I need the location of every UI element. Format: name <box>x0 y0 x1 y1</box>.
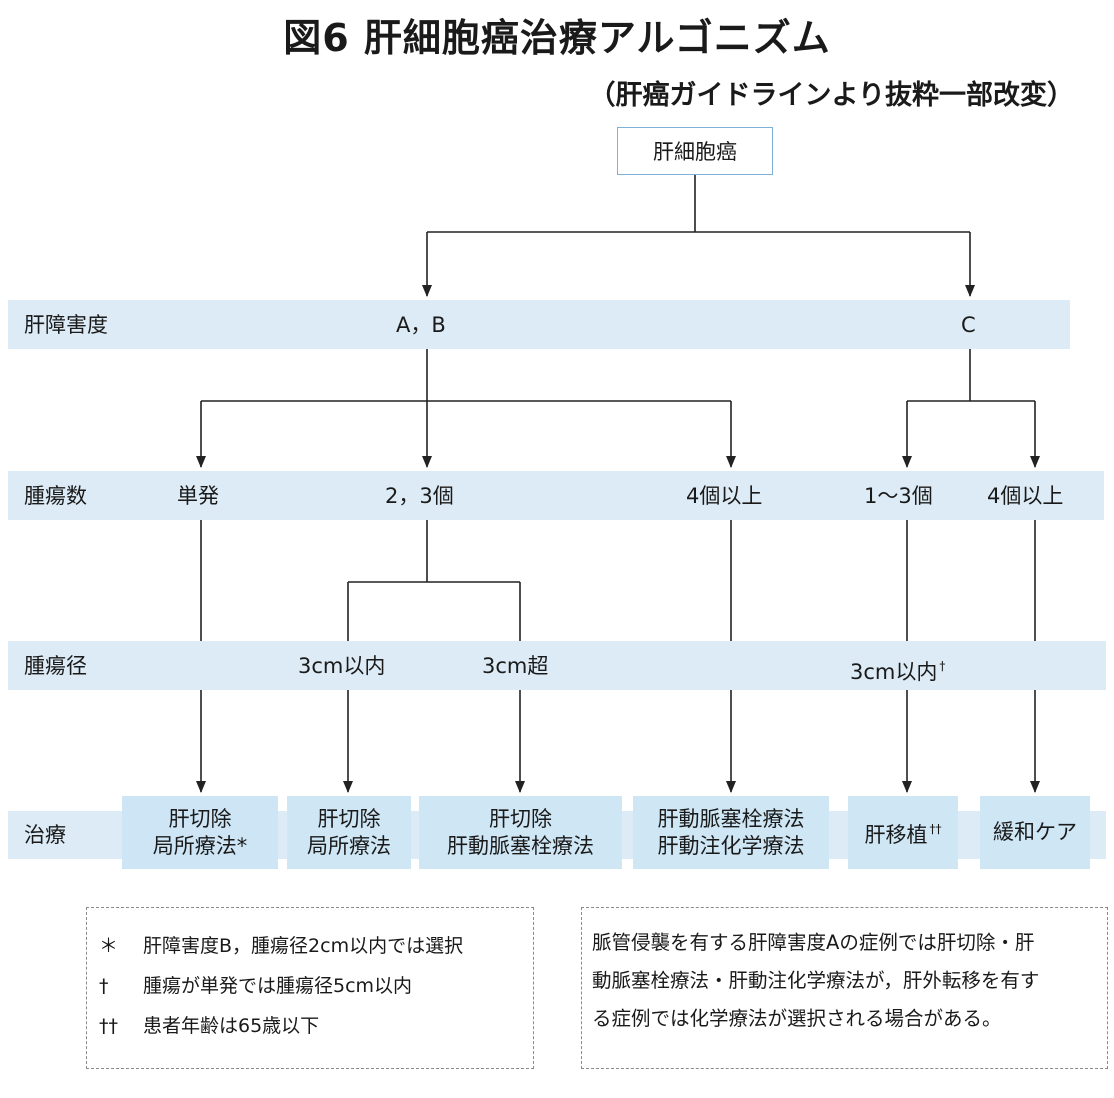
treatment-box-4-line-2: 肝動注化学療法 <box>657 833 805 858</box>
treatment-box-5-line-1: 肝移植†† <box>865 816 942 849</box>
treatment-box-1-line-1: 肝切除 <box>168 806 232 831</box>
note-row: †† 患者年齢は65歳以下 <box>99 1014 533 1038</box>
treatment-box-3-line-1: 肝切除 <box>489 806 552 831</box>
treatment-box-5-text: 肝移植 <box>864 823 928 847</box>
treatment-box-1: 肝切除 局所療法* <box>122 796 278 869</box>
band-tumor-size <box>8 641 1106 690</box>
treatment-box-6: 緩和ケア <box>980 796 1090 869</box>
tumor-count-two-three: 2，3個 <box>385 484 454 508</box>
note-mark: ＊ <box>99 935 119 957</box>
note-paragraph-line: る症例では化学療法が選択される場合がある。 <box>592 1007 1002 1030</box>
note-mark: † <box>99 975 109 997</box>
note-row: ＊ 肝障害度B，腫瘍径2cm以内では選択 <box>99 934 533 958</box>
treatment-box-5: 肝移植†† <box>848 796 958 869</box>
band-tumor-count <box>8 471 1104 520</box>
treatment-box-3: 肝切除 肝動脈塞栓療法 <box>419 796 622 869</box>
row-label-treatment: 治療 <box>24 823 66 847</box>
treatment-box-1-line-2: 局所療法* <box>152 833 248 858</box>
note-row: † 腫瘍が単発では腫瘍径5cm以内 <box>99 974 533 998</box>
tumor-count-four-plus-ab: 4個以上 <box>686 484 763 508</box>
note-mark: †† <box>99 1015 118 1037</box>
note-text: 腫瘍が単発では腫瘍径5cm以内 <box>143 975 413 997</box>
treatment-box-2-line-1: 肝切除 <box>317 806 381 831</box>
treatment-box-6-line-1: 緩和ケア <box>993 820 1077 844</box>
row-label-liver-damage: 肝障害度 <box>24 313 108 337</box>
treatment-box-3-line-2: 肝動脈塞栓療法 <box>447 833 594 858</box>
figure-subtitle: （肝癌ガイドラインより抜粋一部改変） <box>588 80 1074 111</box>
notes-left-box: ＊ 肝障害度B，腫瘍径2cm以内では選択 † 腫瘍が単発では腫瘍径5cm以内 †… <box>86 907 534 1069</box>
double-dagger-mark: †† <box>929 822 942 836</box>
note-paragraph-line: 動脈塞栓療法・肝動注化学療法が，肝外転移を有す <box>592 969 1040 992</box>
note-text: 肝障害度B，腫瘍径2cm以内では選択 <box>143 935 464 957</box>
treatment-box-4: 肝動脈塞栓療法 肝動注化学療法 <box>633 796 829 869</box>
row-label-tumor-size: 腫瘍径 <box>24 654 87 678</box>
tumor-size-le3-ab: 3cm以内 <box>298 654 386 678</box>
tumor-size-le3-c: 3cm以内† <box>850 653 945 685</box>
dagger-mark: † <box>939 659 946 673</box>
tumor-count-single: 単発 <box>177 484 219 508</box>
liver-damage-c: C <box>961 313 976 337</box>
row-label-tumor-count: 腫瘍数 <box>24 484 87 508</box>
figure-title: 図6 肝細胞癌治療アルゴニズム <box>283 16 831 60</box>
root-node: 肝細胞癌 <box>617 127 773 175</box>
tumor-size-le3-c-text: 3cm以内 <box>850 660 938 684</box>
band-liver-damage <box>8 300 1070 349</box>
notes-right-box: 脈管侵襲を有する肝障害度Aの症例では肝切除・肝 動脈塞栓療法・肝動注化学療法が，… <box>581 907 1108 1069</box>
treatment-box-4-line-1: 肝動脈塞栓療法 <box>657 806 805 831</box>
note-paragraph-line: 脈管侵襲を有する肝障害度Aの症例では肝切除・肝 <box>592 931 1035 954</box>
treatment-box-2: 肝切除 局所療法 <box>287 796 411 869</box>
treatment-box-2-line-2: 局所療法 <box>307 833 391 858</box>
tumor-count-one-to-three: 1〜3個 <box>864 484 933 508</box>
liver-damage-ab: A，B <box>396 313 446 337</box>
note-text: 患者年齢は65歳以下 <box>143 1015 320 1037</box>
tumor-count-four-plus-c: 4個以上 <box>987 484 1064 508</box>
tumor-size-gt3: 3cm超 <box>482 654 549 678</box>
